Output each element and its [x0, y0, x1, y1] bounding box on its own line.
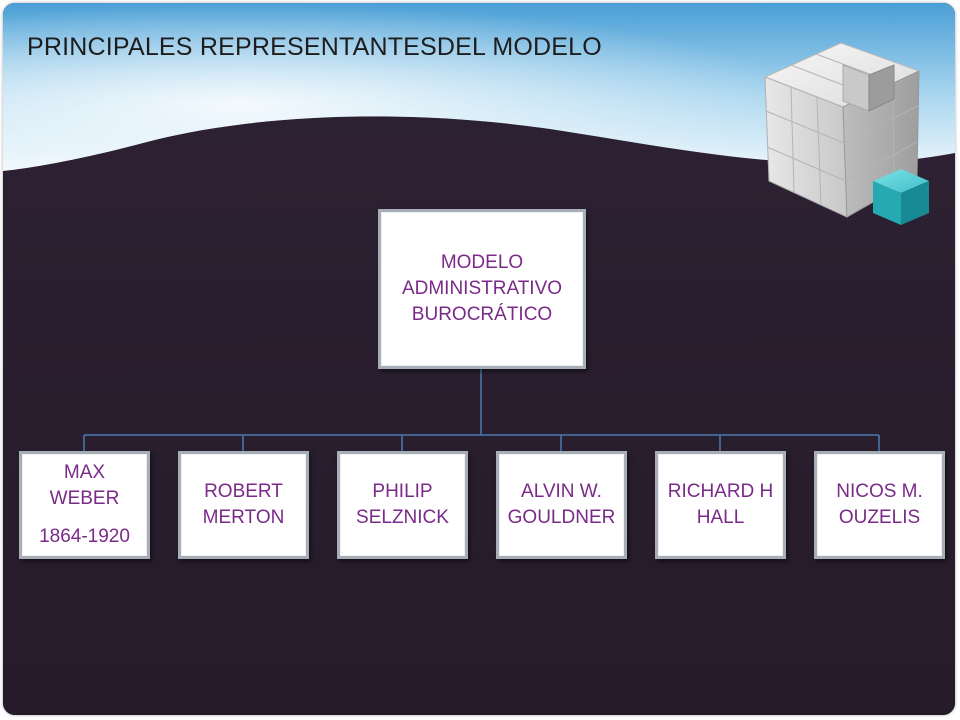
cube-icon	[763, 42, 929, 225]
child-node-years: 1864-1920	[39, 526, 130, 547]
root-node-line: ADMINISTRATIVO	[401, 278, 563, 299]
child-node-line: SELZNICK	[356, 507, 449, 528]
child-node-line: WEBER	[49, 488, 120, 509]
child-node-alvin-gouldner: ALVIN W. GOULDNER	[496, 451, 627, 559]
child-node-line: MERTON	[202, 507, 285, 528]
child-node-line: RICHARD H	[667, 481, 774, 502]
child-node-robert-merton: ROBERT MERTON	[178, 451, 309, 559]
child-node-max-weber: MAX WEBER 1864-1920	[19, 451, 150, 559]
child-node-line: PHILIP	[372, 481, 433, 502]
child-node-line: GOULDNER	[507, 507, 616, 528]
child-node-line: HALL	[696, 507, 745, 528]
child-node-philip-selznick: PHILIP SELZNICK	[337, 451, 468, 559]
root-node: MODELO ADMINISTRATIVO BUROCRÁTICO	[378, 209, 586, 369]
child-node-line: OUZELIS	[838, 507, 921, 528]
child-node-line: MAX	[63, 462, 106, 483]
child-node-line: ALVIN W.	[521, 481, 602, 502]
root-node-line: MODELO	[440, 252, 524, 273]
slide: PRINCIPALES REPRESENTANTESDEL MODELO	[3, 3, 955, 715]
child-node-line: NICOS M.	[836, 481, 923, 502]
child-node-richard-hall: RICHARD H HALL	[655, 451, 786, 559]
slide-title: PRINCIPALES REPRESENTANTESDEL MODELO	[27, 33, 602, 61]
child-node-line: ROBERT	[204, 481, 283, 502]
root-node-line: BUROCRÁTICO	[411, 304, 553, 325]
child-node-nicos-ouzelis: NICOS M. OUZELIS	[814, 451, 945, 559]
